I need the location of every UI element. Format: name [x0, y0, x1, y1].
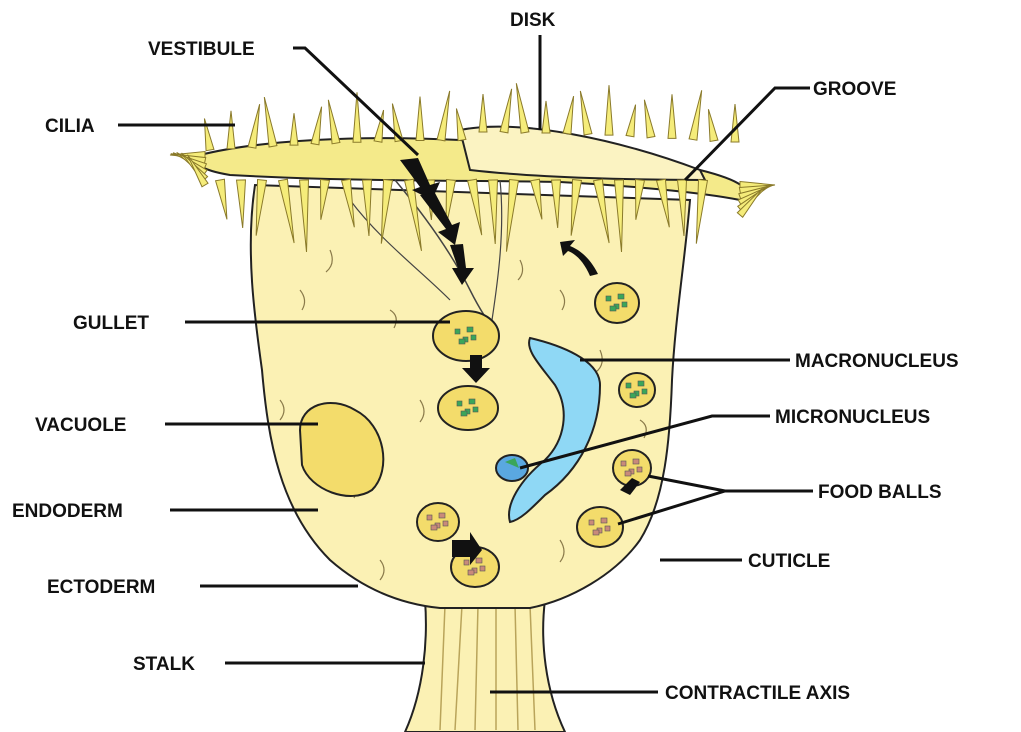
- food-particle: [461, 411, 467, 416]
- food-ball: [438, 386, 498, 430]
- cilium: [668, 94, 676, 138]
- label-macronucleus: MACRONUCLEUS: [795, 351, 959, 372]
- food-particle: [606, 296, 611, 301]
- cilium: [563, 96, 574, 134]
- cilium: [216, 179, 227, 219]
- cilium: [580, 91, 592, 135]
- cilium: [264, 97, 277, 147]
- cilium: [437, 91, 450, 141]
- food-particle: [467, 327, 473, 332]
- stalk: [405, 600, 565, 732]
- food-particle: [439, 513, 445, 518]
- cilium: [204, 118, 213, 150]
- food-particle: [625, 471, 631, 476]
- food-particle: [476, 558, 482, 563]
- food-particle: [622, 302, 627, 307]
- food-particle: [601, 518, 607, 523]
- cilium: [456, 109, 465, 141]
- label-ectoderm: ECTODERM: [47, 577, 155, 598]
- label-endoderm: ENDODERM: [12, 501, 123, 522]
- cilium: [644, 100, 655, 138]
- food-particle: [457, 401, 462, 406]
- food-particle: [638, 381, 644, 386]
- food-particle: [480, 566, 485, 571]
- food-particle: [469, 399, 475, 404]
- food-ball: [417, 503, 459, 541]
- food-particle: [610, 306, 616, 311]
- food-particle: [633, 459, 639, 464]
- food-particle: [471, 335, 476, 340]
- cilium: [227, 111, 235, 149]
- food-particle: [626, 383, 631, 388]
- label-gullet: GULLET: [73, 313, 149, 334]
- label-cuticle: CUTICLE: [748, 551, 830, 572]
- food-particle: [427, 515, 432, 520]
- food-particle: [443, 521, 448, 526]
- cilium: [731, 104, 739, 142]
- label-food-balls: FOOD BALLS: [818, 482, 942, 503]
- label-cilia: CILIA: [45, 116, 95, 137]
- label-micronucleus: MICRONUCLEUS: [775, 407, 930, 428]
- food-particle: [455, 329, 460, 334]
- food-particle: [637, 467, 642, 472]
- label-contractile-axis: CONTRACTILE AXIS: [665, 683, 850, 704]
- cilium: [328, 100, 340, 144]
- cilium: [416, 96, 424, 140]
- food-particle: [464, 560, 469, 565]
- food-ball: [619, 373, 655, 407]
- food-particle: [605, 526, 610, 531]
- food-particle: [621, 461, 626, 466]
- cilium: [626, 105, 635, 137]
- food-ball: [433, 311, 499, 361]
- cilium: [708, 109, 717, 141]
- label-stalk: STALK: [133, 654, 195, 675]
- label-disk: DISK: [510, 10, 556, 31]
- label-vestibule: VESTIBULE: [148, 39, 255, 60]
- cilium: [516, 83, 529, 133]
- food-ball: [577, 507, 623, 547]
- cilium: [248, 104, 260, 148]
- cilium: [237, 180, 246, 228]
- food-particle: [589, 520, 594, 525]
- cilium: [689, 90, 702, 140]
- food-particle: [468, 570, 474, 575]
- food-particle: [459, 339, 465, 344]
- food-particle: [642, 389, 647, 394]
- label-vacuole: VACUOLE: [35, 415, 126, 436]
- label-groove: GROOVE: [813, 79, 896, 100]
- food-particle: [431, 525, 437, 530]
- food-particle: [618, 294, 624, 299]
- cilium: [479, 94, 487, 132]
- food-particle: [473, 407, 478, 412]
- cilium: [290, 113, 298, 145]
- food-ball: [595, 283, 639, 323]
- cilium: [605, 85, 613, 135]
- cilium: [696, 180, 707, 244]
- food-particle: [630, 393, 636, 398]
- cilium: [542, 101, 550, 133]
- food-particle: [593, 530, 599, 535]
